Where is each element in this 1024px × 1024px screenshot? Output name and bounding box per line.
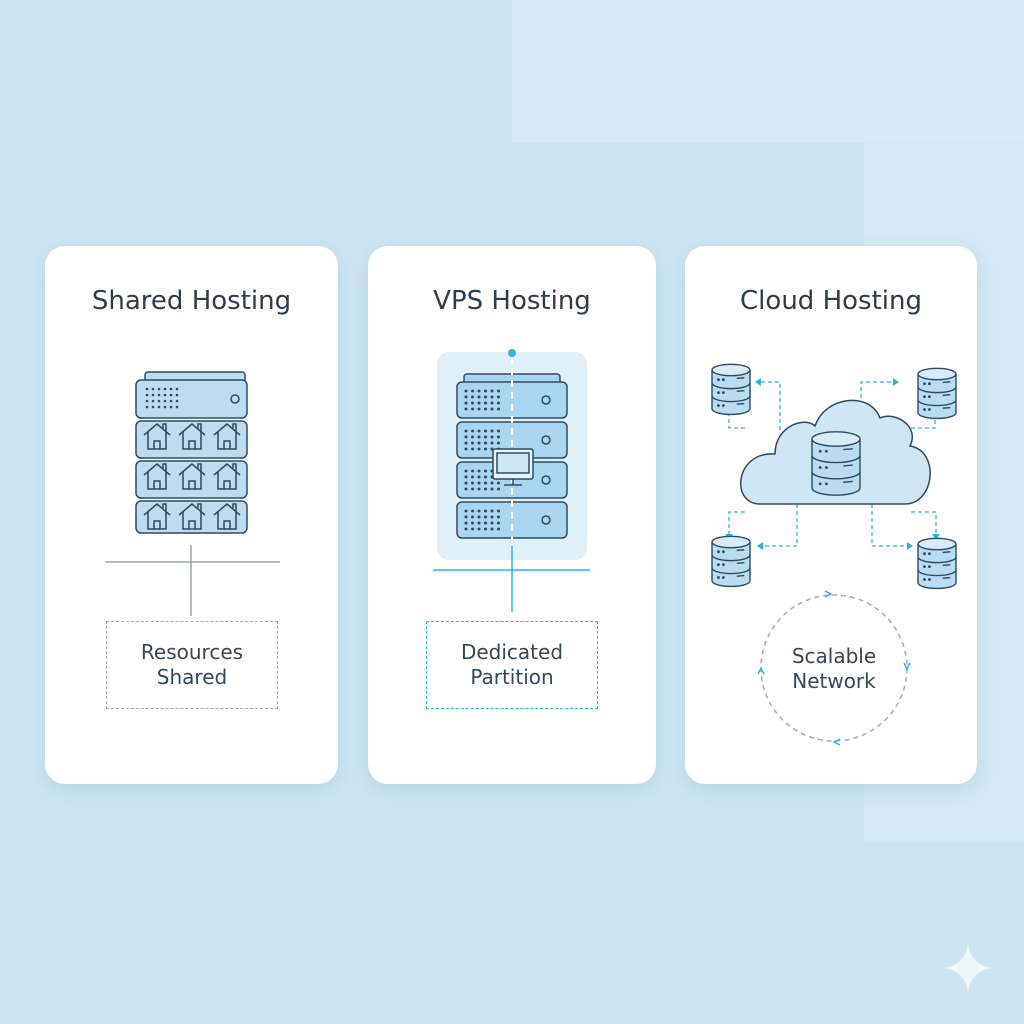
house-icon bbox=[178, 423, 206, 450]
database-icon bbox=[711, 535, 751, 588]
house-icon bbox=[213, 503, 241, 530]
shared-hosting-card: Shared Hosting Resources Shared bbox=[45, 246, 338, 784]
shared-server-diagram bbox=[105, 371, 280, 616]
caption: Dedicated bbox=[460, 640, 564, 664]
house-icon bbox=[143, 463, 171, 490]
sparkle-icon bbox=[944, 944, 992, 992]
caption: Partition bbox=[470, 665, 554, 689]
cloud-hosting-card: Cloud Hosting Scalable Network bbox=[685, 246, 977, 784]
house-icon bbox=[143, 503, 171, 530]
cycle-arrows bbox=[757, 590, 911, 746]
database-icon bbox=[711, 363, 751, 416]
vps-hosting-card: VPS Hosting Dedicated Partition bbox=[368, 246, 656, 784]
house-icon bbox=[213, 423, 241, 450]
house-icons bbox=[143, 423, 241, 530]
dedicated-partition-box: Dedicated Partition bbox=[426, 621, 598, 709]
caption: Network bbox=[792, 669, 876, 693]
caption: Shared bbox=[156, 665, 228, 689]
background-panel bbox=[512, 0, 1024, 142]
card-title: Cloud Hosting bbox=[740, 286, 922, 316]
database-icon bbox=[917, 367, 957, 420]
partition-node bbox=[508, 349, 516, 357]
house-icon bbox=[213, 463, 241, 490]
monitor-icon bbox=[492, 448, 534, 486]
scalable-network-label: Scalable Network bbox=[774, 641, 894, 697]
house-icon bbox=[178, 503, 206, 530]
house-icon bbox=[178, 463, 206, 490]
card-title: Shared Hosting bbox=[91, 286, 292, 316]
vps-server-diagram bbox=[433, 349, 590, 612]
house-icon bbox=[143, 423, 171, 450]
database-icon bbox=[917, 537, 957, 590]
caption: Resources bbox=[140, 640, 244, 664]
card-title: VPS Hosting bbox=[433, 286, 591, 316]
resources-shared-box: Resources Shared bbox=[106, 621, 278, 709]
caption: Scalable bbox=[791, 644, 877, 668]
database-icon bbox=[811, 431, 861, 496]
cloud-network-diagram bbox=[711, 363, 957, 746]
